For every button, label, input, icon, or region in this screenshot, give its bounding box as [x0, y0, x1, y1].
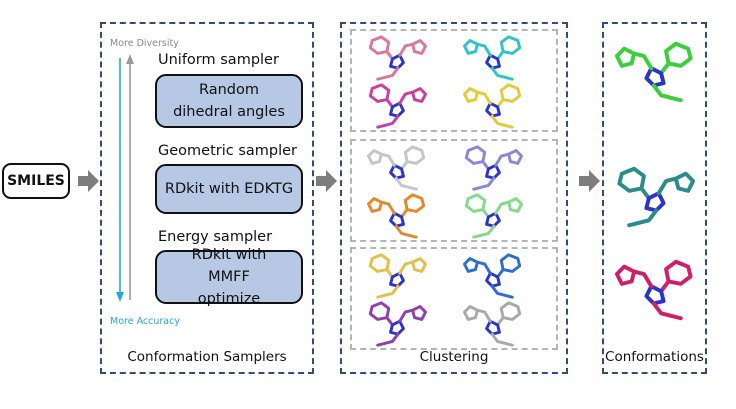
molecule-conformer-icon: [367, 193, 426, 239]
samplers-panel-title: Conformation Samplers: [127, 349, 287, 365]
molecule-conformer-icon: [463, 301, 522, 347]
uniform-sampler-method: Random dihedral angles: [173, 82, 285, 120]
samplers-panel: [100, 22, 314, 374]
energy-sampler-title: Energy sampler: [158, 229, 273, 245]
molecule-conformer-icon: [368, 83, 427, 129]
diversity-accuracy-arrows: [116, 54, 134, 302]
molecule-conformer-icon: [463, 83, 522, 129]
smiles-input-box: SMILES: [2, 163, 70, 199]
diversity-arrowhead-icon: [126, 54, 134, 64]
flow-arrow-icon: [78, 170, 99, 192]
diversity-label: More Diversity: [110, 38, 179, 49]
molecule-conformer-icon: [367, 145, 426, 191]
energy-sampler-box: RDkit with MMFF optimize: [155, 247, 303, 307]
geometric-sampler-title: Geometric sampler: [158, 143, 298, 159]
cluster-group: [350, 247, 558, 350]
molecule-conformer-icon: [463, 35, 522, 81]
molecule-conformer-icon: [368, 35, 427, 81]
molecule-conformer-icon: [463, 253, 522, 299]
molecule-conformer-icon: [464, 145, 523, 191]
smiles-label: SMILES: [7, 173, 65, 189]
conformations-panel-title: Conformations: [605, 349, 704, 365]
flow-arrow-icon: [316, 170, 337, 192]
molecule-conformer-icon: [368, 253, 427, 299]
uniform-sampler-box: Random dihedral angles: [155, 74, 303, 128]
accuracy-arrowhead-icon: [116, 292, 124, 302]
molecule-conformer-icon: [464, 193, 523, 239]
accuracy-label: More Accuracy: [110, 316, 180, 327]
uniform-sampler-title: Uniform sampler: [158, 52, 279, 68]
conformations-panel: [602, 22, 707, 374]
molecule-conformer-icon: [368, 301, 427, 347]
cluster-group: [350, 139, 558, 242]
molecule-conformer-icon: [617, 166, 696, 228]
geometric-sampler-method: RDkit with EDKTG: [164, 181, 294, 197]
energy-sampler-method: RDkit with MMFF optimize: [191, 247, 267, 307]
clustering-panel-title: Clustering: [419, 349, 489, 365]
molecule-conformer-icon: [614, 41, 693, 103]
flow-arrow-icon: [579, 170, 600, 192]
molecule-conformer-icon: [614, 259, 693, 321]
geometric-sampler-box: RDkit with EDKTG: [155, 164, 303, 214]
clustering-panel: [340, 22, 568, 374]
cluster-group: [350, 29, 558, 132]
